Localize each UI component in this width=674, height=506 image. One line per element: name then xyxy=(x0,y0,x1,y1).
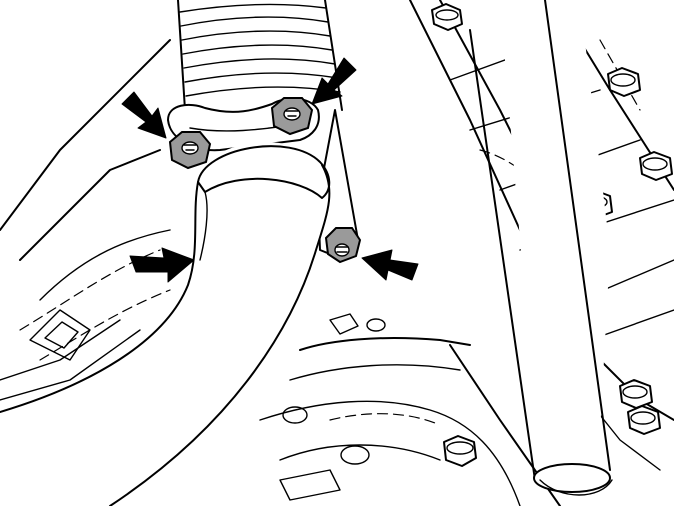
left-bracket xyxy=(29,309,91,361)
frame-bolt-2 xyxy=(639,151,673,181)
arrow-nut-upper-left xyxy=(121,91,167,139)
callout-arrows xyxy=(121,57,419,283)
pipe-mouth xyxy=(197,145,331,199)
left-panel-edge-lower xyxy=(19,149,161,261)
lower-housing-curve xyxy=(289,364,461,381)
propeller-shaft-tube xyxy=(469,0,613,496)
flange-nut-upper-left xyxy=(168,131,212,170)
arrow-nut-lower-right xyxy=(361,249,419,281)
flex-pipe-corrugated xyxy=(175,0,345,115)
pipe-inner-edge xyxy=(109,164,331,506)
left-hidden-line-2 xyxy=(39,289,171,361)
lower-slot xyxy=(279,469,341,501)
frame-bolt-5 xyxy=(619,379,653,409)
lower-housing-mid xyxy=(259,400,521,506)
lower-boss-center xyxy=(340,445,370,465)
flange-nut-lower-right xyxy=(324,227,362,264)
frame-bolt-top xyxy=(431,3,463,31)
frame-bolt-6 xyxy=(627,405,661,435)
left-lower-panel xyxy=(0,319,121,381)
arrow-pipe-flange xyxy=(129,247,195,283)
flex-pipe-left-edge xyxy=(177,0,186,111)
arrow-nut-upper-right xyxy=(311,57,357,105)
left-hidden-line xyxy=(19,249,161,331)
left-lower-panel-2 xyxy=(0,329,141,401)
small-bolt xyxy=(366,318,386,332)
small-bracket xyxy=(329,313,359,335)
front-exhaust-pipe xyxy=(0,142,332,506)
left-bracket-inner xyxy=(44,321,79,349)
frame-bolt-1 xyxy=(607,67,641,97)
left-panel-edge xyxy=(0,39,171,231)
lower-boss-left xyxy=(282,406,308,424)
pipe-outer-edge xyxy=(0,181,199,413)
flange-nut-upper-right xyxy=(270,97,314,136)
lower-housing-rib xyxy=(279,444,441,461)
lower-housing-outline xyxy=(299,337,471,351)
housing-bolt-bottom xyxy=(443,435,477,467)
lower-hidden-line xyxy=(329,413,441,426)
left-panel-rib xyxy=(39,229,171,301)
